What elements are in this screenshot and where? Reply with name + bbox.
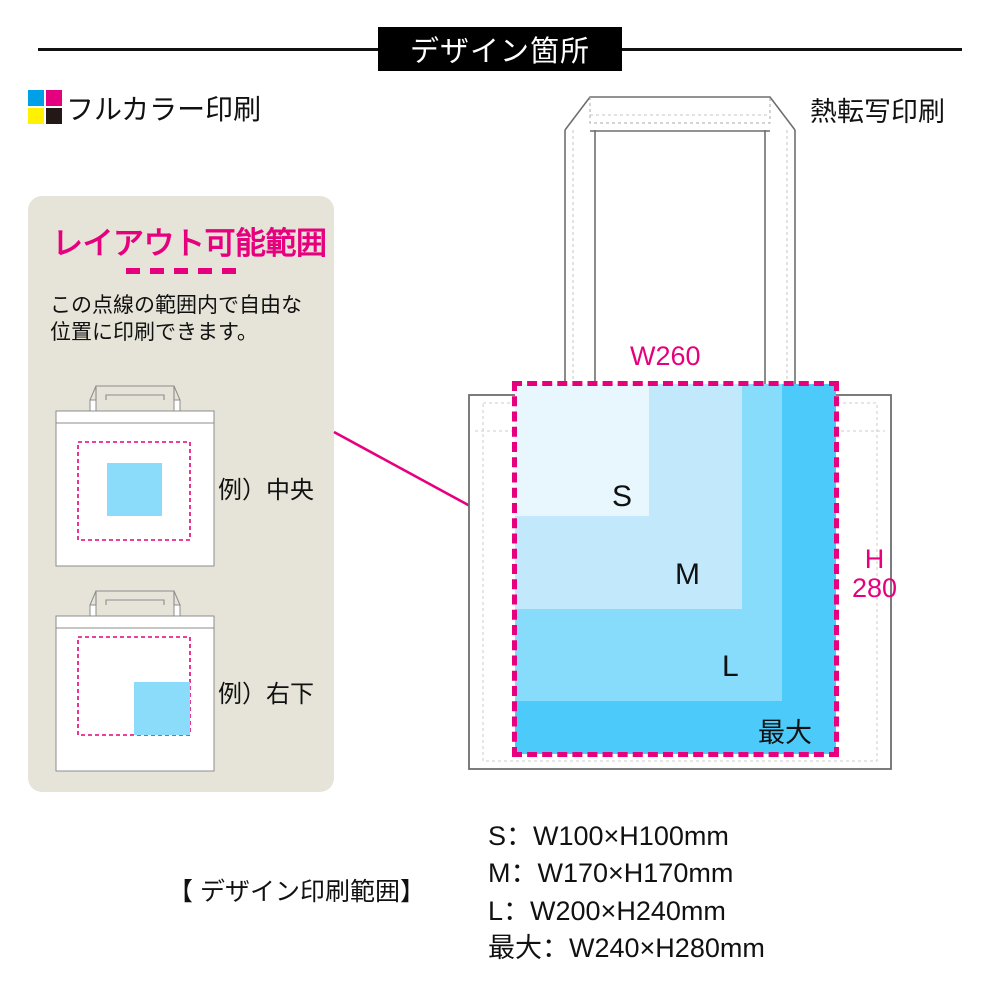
block-s — [515, 384, 649, 516]
thermal-transfer-print-label: 熱転写印刷 — [810, 97, 945, 127]
layout-range-heading: レイアウト可能範囲 — [52, 226, 327, 261]
size-list-item-s: S：W100×H100mm — [488, 821, 729, 851]
design-print-range-caption: 【 デザイン印刷範囲】 — [168, 878, 425, 906]
block-label-m: M — [675, 558, 700, 591]
layout-range-note: この点線の範囲内で自由な位置に印刷できます。 — [50, 294, 302, 344]
example-bag-center — [50, 378, 220, 573]
dashed-rule-divider — [126, 268, 236, 274]
height-dimension-label-line2: 280 — [852, 573, 898, 604]
page-title: デザイン箇所 — [378, 27, 622, 71]
size-list-item-m: M：W170×H170mm — [488, 858, 734, 889]
size-list-item-l: L：W200×H240mm — [488, 895, 726, 926]
printable-area-dashed-frame — [512, 381, 839, 757]
print-size-blocks: S M L 最大 — [515, 384, 836, 754]
height-dimension-label-line1: H — [864, 544, 885, 574]
height-dimension-label: H 280 — [852, 544, 898, 604]
example-bag-center-caption: 例）中央 — [218, 477, 314, 504]
width-dimension-label: W260 — [630, 341, 701, 371]
block-label-max: 最大 — [758, 718, 812, 748]
fullcolor-print-label: フルカラー印刷 — [66, 94, 262, 125]
size-list-item-max: 最大：W240×H280mm — [488, 932, 765, 963]
block-label-l: L — [722, 650, 739, 683]
size-list: S：W100×H100mm M：W170×H170mm L：W200×H240m… — [488, 818, 765, 967]
block-label-s: S — [612, 480, 633, 513]
cmyk-swatch-icon — [28, 90, 62, 124]
example-bag-bottom-right-caption: 例）右下 — [218, 681, 314, 708]
example-bag-bottom-right — [50, 583, 220, 778]
